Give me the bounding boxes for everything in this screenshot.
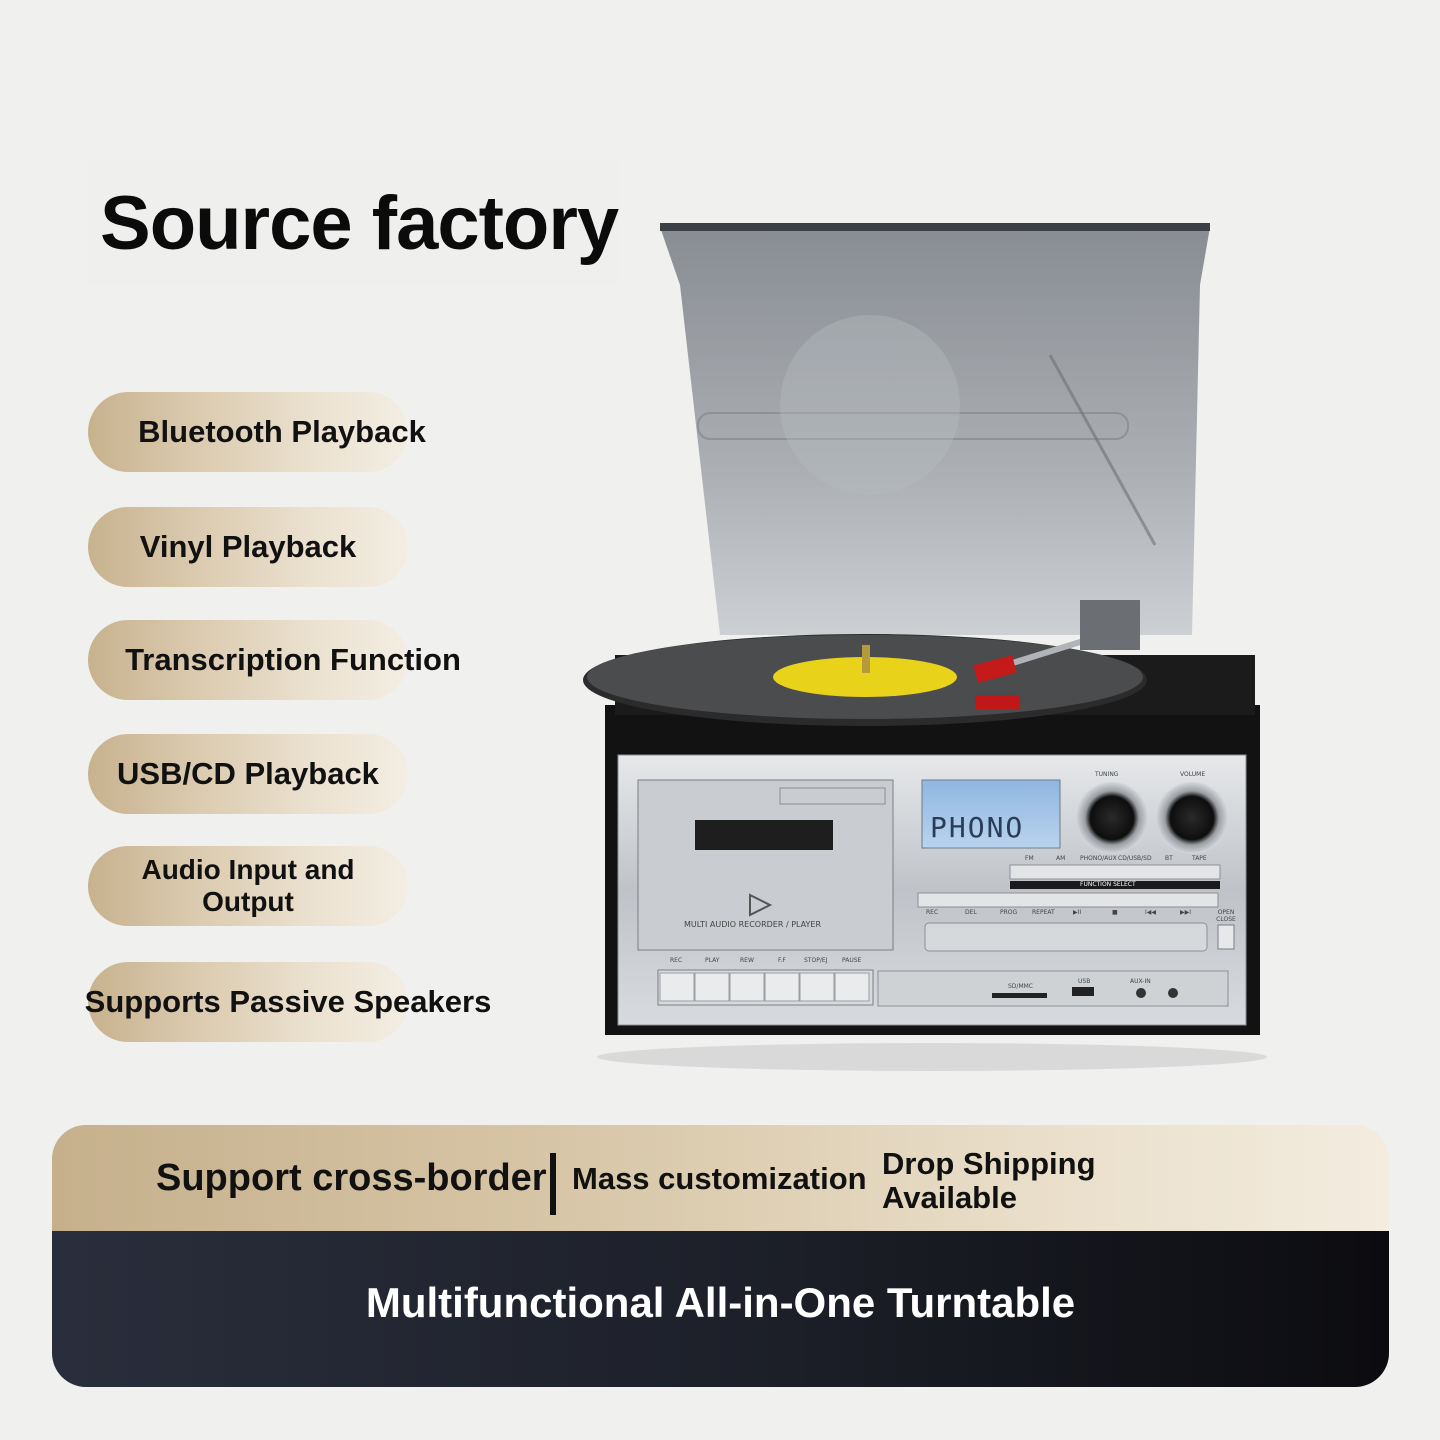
cassette-button-label: REW [740, 957, 754, 964]
feature-label: USB/CD Playback [117, 756, 379, 791]
function-mode-label: PHONO/AUX [1080, 855, 1117, 862]
function-mode-label: CD/USB/SD [1118, 855, 1152, 862]
function-mode-label: BT [1165, 855, 1173, 862]
cd-button-label: ▶II [1073, 909, 1082, 916]
cassette-button-label: PAUSE [842, 957, 862, 964]
knob-label-volume: VOLUME [1180, 771, 1206, 778]
feature-pill-passive-speakers: Supports Passive Speakers [85, 962, 491, 1042]
cd-button-label: ▶▶I [1180, 909, 1191, 916]
cd-button-label: REC [926, 909, 939, 916]
cd-button-label: ■ [1112, 909, 1118, 916]
cassette-button-label: STOP/EJ [804, 957, 828, 964]
banner-divider [550, 1153, 556, 1215]
turntable-product-image: PHONO MULTI AUDIO RECORDER / PLAYER REC … [580, 215, 1280, 1095]
feature-pill-vinyl: Vinyl Playback [88, 507, 408, 587]
bottom-banner: Support cross-border Mass customization … [52, 1125, 1389, 1387]
cassette-button-label: REC [670, 957, 683, 964]
cassette-button-label: PLAY [705, 957, 720, 964]
page-title: Source factory [100, 181, 619, 266]
feature-pill-usb-cd: USB/CD Playback [88, 734, 408, 814]
headline-backdrop [88, 160, 618, 285]
feature-pill-audio-io: Audio Input and Output [88, 846, 408, 926]
feature-label: Bluetooth Playback [138, 414, 426, 449]
port-label-usb: USB [1078, 978, 1091, 985]
feature-label: Vinyl Playback [139, 529, 357, 564]
cd-button-label: PROG [1000, 909, 1018, 916]
product-tagline: Multifunctional All-in-One Turntable [365, 1279, 1076, 1326]
function-select-label: FUNCTION SELECT [1080, 881, 1136, 888]
function-mode-label: AM [1056, 855, 1066, 862]
cassette-label: MULTI AUDIO RECORDER / PLAYER [684, 920, 822, 929]
banner-drop-shipping: Drop Shipping Available [882, 1146, 1096, 1215]
banner-cross-border: Support cross-border [156, 1157, 547, 1199]
cd-button-label: I◀◀ [1145, 909, 1156, 916]
feature-pill-bluetooth: Bluetooth Playback [88, 392, 426, 472]
function-mode-label: FM [1025, 855, 1034, 862]
open-close-label: OPEN CLOSE [1216, 909, 1236, 923]
cassette-button-label: F.F [778, 957, 786, 964]
port-label-aux: AUX-IN [1130, 978, 1151, 985]
feature-label: Transcription Function [125, 642, 461, 677]
cd-button-label: REPEAT [1032, 909, 1055, 916]
cd-button-label: DEL [965, 909, 977, 916]
banner-bottom-band: Multifunctional All-in-One Turntable [52, 1231, 1389, 1387]
function-mode-label: TAPE [1192, 855, 1207, 862]
feature-label: Supports Passive Speakers [84, 984, 492, 1019]
feature-pill-transcription: Transcription Function [88, 620, 461, 700]
port-label-sd: SD/MMC [1008, 983, 1033, 990]
knob-label-tuning: TUNING [1095, 771, 1119, 778]
banner-mass-customization: Mass customization [572, 1161, 867, 1196]
banner-top-band: Support cross-border Mass customization … [52, 1125, 1389, 1231]
lcd-display-text: PHONO [930, 811, 1025, 844]
feature-label: Audio Input and Output [141, 854, 355, 917]
turntable-illustration [583, 223, 1267, 1071]
